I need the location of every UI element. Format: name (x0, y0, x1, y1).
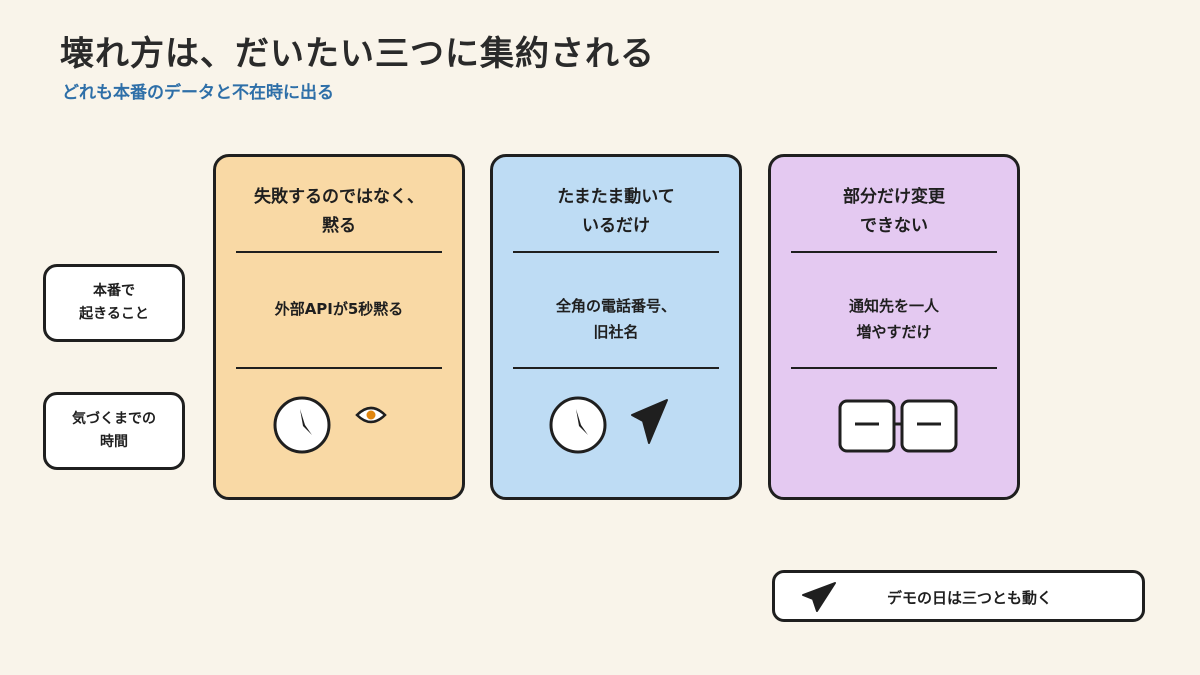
arrow-cursor-icon (631, 399, 668, 444)
card-title: 失敗するのではなく、 黙る (254, 187, 424, 236)
card-title: 部分だけ変更 できない (843, 187, 945, 236)
card-divider (236, 367, 442, 369)
card-icons (216, 395, 462, 455)
page-title: 壊れ方は、だいたい三つに集約される (60, 34, 655, 74)
card-body: 通知先を一人 増やすだけ (848, 296, 939, 341)
card-icons (771, 395, 1017, 455)
card-divider (236, 251, 442, 253)
card-cannot-change-partially: 部分だけ変更 できない 通知先を一人 増やすだけ (768, 154, 1020, 500)
card-body: 全角の電話番号、 旧社名 (555, 296, 676, 341)
row-label-production: 本番で 起きること (43, 264, 185, 342)
clock-icon (549, 396, 607, 454)
eye-icon (355, 406, 387, 424)
card-silent-failure: 失敗するのではなく、 黙る 外部APIが5秒黙る (213, 154, 465, 500)
card-divider (513, 251, 719, 253)
legend-box: デモの日は三つとも動く (772, 570, 1145, 622)
clock-icon (273, 396, 331, 454)
card-divider (791, 367, 997, 369)
legend-text: デモの日は三つとも動く (887, 589, 1053, 607)
row-label-time-to-notice: 気づくまでの 時間 (43, 392, 185, 470)
card-works-by-chance: たまたま動いて いるだけ 全角の電話番号、 旧社名 (490, 154, 742, 500)
page-subtitle: どれも本番のデータと不在時に出る (62, 83, 334, 103)
arrow-cursor-icon (802, 582, 836, 612)
card-body: 外部APIが5秒黙る (274, 299, 404, 318)
card-divider (791, 251, 997, 253)
linked-blocks-icon (838, 399, 958, 453)
card-icons (493, 395, 739, 455)
card-title: たまたま動いて いるだけ (557, 187, 675, 236)
card-divider (513, 367, 719, 369)
